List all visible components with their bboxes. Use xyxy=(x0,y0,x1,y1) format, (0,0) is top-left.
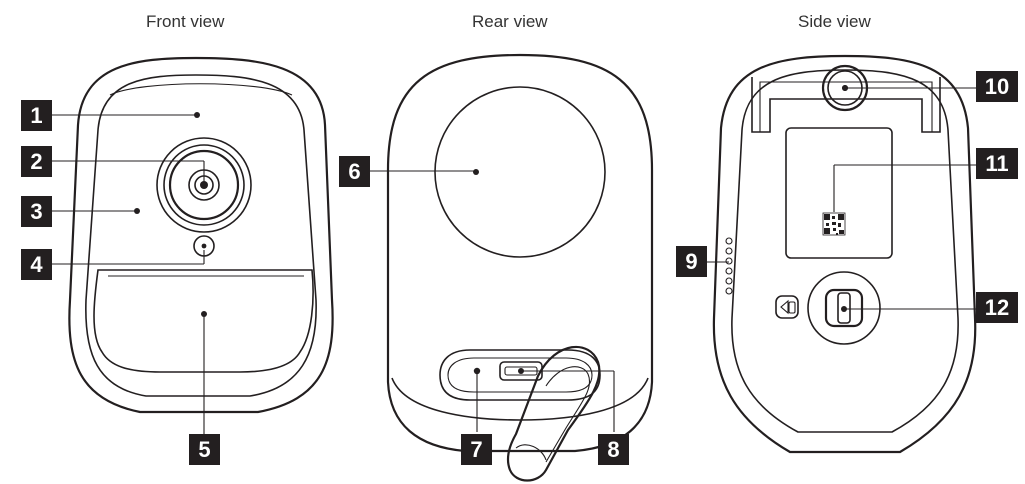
front-camera xyxy=(52,56,334,434)
rear-lower-ridge xyxy=(391,377,649,421)
callout-1: 1 xyxy=(21,100,52,131)
callout-7: 7 xyxy=(461,434,492,465)
front-top-band xyxy=(109,83,293,96)
pir-sensor-window xyxy=(93,269,314,373)
callout-11: 11 xyxy=(976,148,1018,179)
callout-5: 5 xyxy=(189,434,220,465)
rear-camera xyxy=(370,53,654,482)
magnetic-mount xyxy=(434,86,606,258)
callout-6: 6 xyxy=(339,156,370,187)
mount-bracket xyxy=(751,77,941,133)
unlock-symbol-icon xyxy=(775,295,799,319)
callout-2: 2 xyxy=(21,146,52,177)
reset-hole xyxy=(473,367,481,375)
side-body-outline xyxy=(712,54,977,454)
qr-code-icon xyxy=(822,212,846,236)
battery-lock-switch xyxy=(807,271,881,345)
rear-view-title: Rear view xyxy=(472,12,548,31)
front-inner-shell xyxy=(85,74,317,397)
side-view-title: Side view xyxy=(798,12,871,31)
side-inner-outline xyxy=(731,69,959,433)
port-recess xyxy=(439,349,601,401)
label-sticker xyxy=(785,127,893,259)
front-view-title: Front view xyxy=(146,12,225,31)
callout-9: 9 xyxy=(676,246,707,277)
indicator-dots xyxy=(725,237,733,295)
callout-3: 3 xyxy=(21,196,52,227)
rear-body-outline xyxy=(386,53,654,453)
callout-12: 12 xyxy=(976,292,1018,323)
callout-10: 10 xyxy=(976,71,1018,102)
rubber-port-cover xyxy=(506,345,601,482)
callout-4: 4 xyxy=(21,249,52,280)
front-body-outline xyxy=(68,56,334,414)
callout-8: 8 xyxy=(598,434,629,465)
side-camera xyxy=(707,54,977,454)
